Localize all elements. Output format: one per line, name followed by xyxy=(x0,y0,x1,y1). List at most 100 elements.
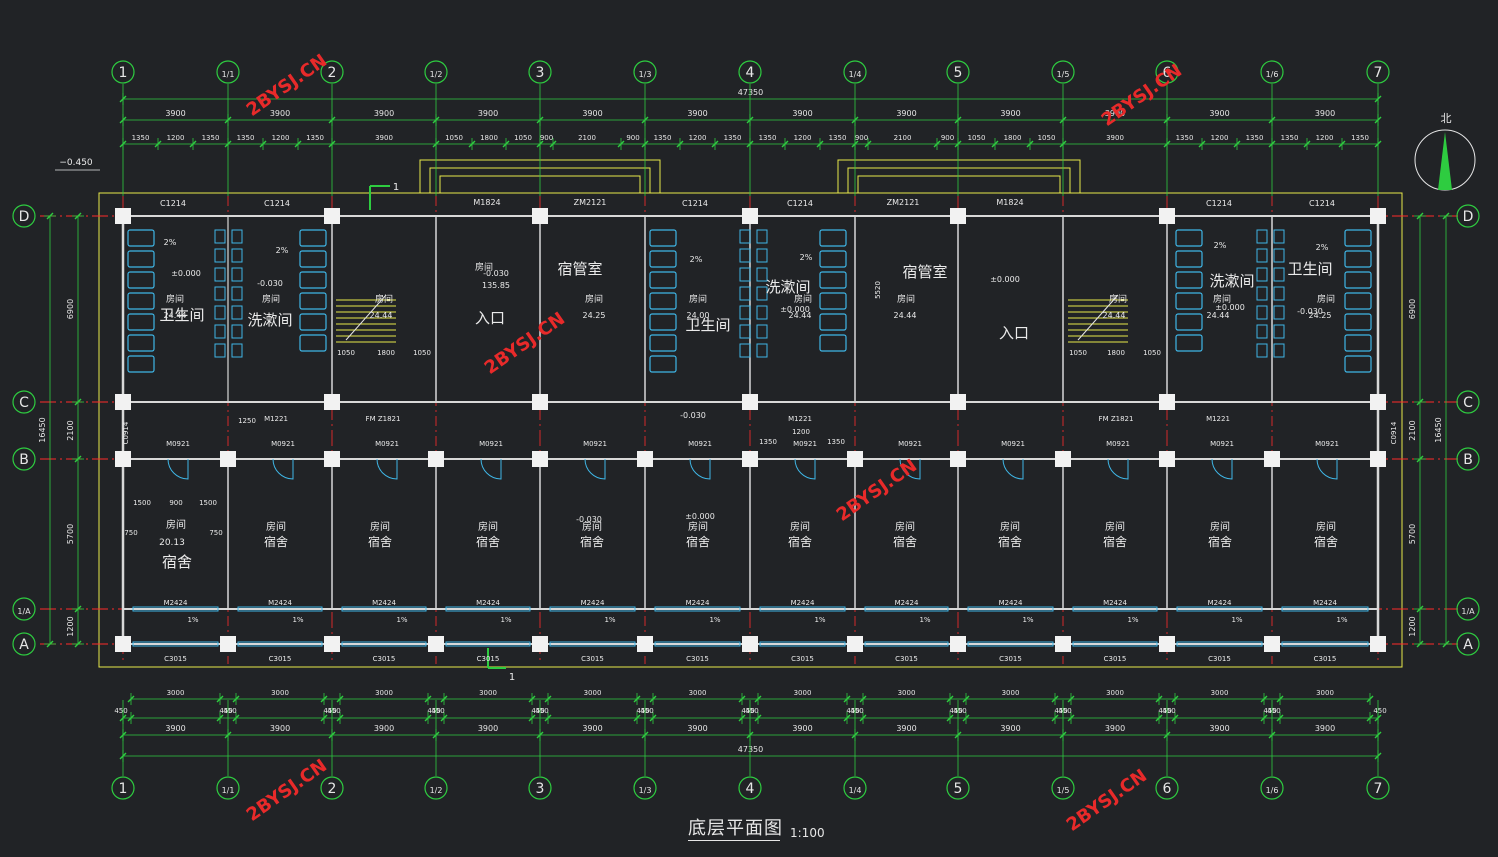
washbasin xyxy=(1256,343,1268,358)
row-bubble-right xyxy=(1456,204,1480,228)
door-code: M2424 xyxy=(372,599,396,607)
window-c3015 xyxy=(654,641,741,647)
grid-bubble-top xyxy=(216,60,240,84)
washbasin xyxy=(214,229,226,244)
door-code: M1221 xyxy=(788,415,812,423)
walls xyxy=(115,208,1386,652)
dim-bottom-windows-slash xyxy=(962,695,970,703)
dim-bottom-edge-text: 450 xyxy=(953,707,966,715)
dim-bottom-edge-text: 450 xyxy=(1058,707,1071,715)
window-code: C3015 xyxy=(164,655,187,663)
dim-top-detail-text: 1350 xyxy=(237,134,255,142)
dim-top-bays-text: 3900 xyxy=(165,109,185,118)
door-code: M0921 xyxy=(1210,440,1234,448)
room-dim: 750 xyxy=(209,529,222,537)
column xyxy=(115,636,131,652)
dim-bottom-edge-text: 450 xyxy=(219,707,232,715)
dim-top-detail-text: 900 xyxy=(540,134,553,142)
grid-label-7: 7 xyxy=(1374,65,1383,81)
slope-mark: 1% xyxy=(187,616,198,624)
column xyxy=(1370,208,1386,224)
dim-bottom-windows-slash xyxy=(528,695,536,703)
washbasin xyxy=(1273,267,1285,282)
room-name: 入口 xyxy=(999,324,1029,342)
column xyxy=(1055,451,1071,467)
toilet-stall xyxy=(649,334,677,352)
grid-bubble-top xyxy=(424,60,448,84)
column xyxy=(1159,451,1175,467)
room-name: 宿舍 xyxy=(998,534,1022,549)
row-label-D: D xyxy=(19,209,30,225)
dim-right-parts-slash xyxy=(1416,398,1424,406)
column xyxy=(950,208,966,224)
grid-label-1: 1 xyxy=(119,781,128,797)
dim-bottom-windows-slash xyxy=(859,695,867,703)
washbasin xyxy=(1256,324,1268,339)
dim-top-detail-text: 1350 xyxy=(1351,134,1369,142)
toilet-stall xyxy=(1344,334,1372,352)
dim-bottom-bays-text: 3900 xyxy=(1105,724,1125,733)
dim-bottom-bays-text: 3900 xyxy=(896,724,916,733)
door-code: M2424 xyxy=(476,599,500,607)
row-bubble-right xyxy=(1456,447,1480,471)
dim-top-detail-text: 1350 xyxy=(202,134,220,142)
washbasin xyxy=(231,343,243,358)
dim-bottom-windows-text: 3000 xyxy=(271,689,289,697)
window-code: C1214 xyxy=(682,199,708,208)
column xyxy=(1159,636,1175,652)
dim-bottom-edge-slash xyxy=(738,714,746,722)
window-code: C1214 xyxy=(1309,199,1335,208)
window-code: C1214 xyxy=(787,199,813,208)
toilet-stall xyxy=(819,313,847,331)
dim-bottom-windows-text: 3000 xyxy=(794,689,812,697)
window-c3015 xyxy=(549,641,636,647)
corridor-dim: 1250 xyxy=(238,417,256,425)
dim-top-detail-text: 1350 xyxy=(132,134,150,142)
dim-top-detail-slash xyxy=(933,140,941,148)
door-swing-m0921 xyxy=(899,458,921,480)
toilet-stall xyxy=(819,229,847,247)
toilet-stall xyxy=(649,229,677,247)
dim-bottom-edge-slash xyxy=(1067,714,1075,722)
slope-mark: 2% xyxy=(690,255,703,264)
row-label-B: B xyxy=(19,452,29,468)
dim-top-detail-text: 1350 xyxy=(654,134,672,142)
grid-bubble-bottom xyxy=(738,776,762,800)
door-code: M0921 xyxy=(898,440,922,448)
dim-left-parts-slash xyxy=(74,212,82,220)
door-swing-m0921 xyxy=(794,458,816,480)
washbasin xyxy=(214,324,226,339)
dim-left-total-text: 16450 xyxy=(38,417,47,442)
toilet-stall xyxy=(649,355,677,373)
north-label: 北 xyxy=(1441,112,1452,125)
room-tag: 房间 xyxy=(897,293,915,305)
dim-bottom-windows-slash xyxy=(1171,695,1179,703)
toilet-stall xyxy=(1344,250,1372,268)
door-code: M0921 xyxy=(793,440,817,448)
room-area: 24.44 xyxy=(789,311,812,320)
toilet-stall xyxy=(649,250,677,268)
grid-label-4: 4 xyxy=(746,65,755,81)
grid-label-3: 3 xyxy=(536,781,545,797)
dim-top-detail-text: 3900 xyxy=(375,134,393,142)
stair-dim: 1050 xyxy=(1143,349,1161,357)
door-swing-m0921 xyxy=(1316,458,1338,480)
door-swing-m0921 xyxy=(584,458,606,480)
room-tag: 房间 xyxy=(1210,520,1230,533)
room-area: 24.00 xyxy=(687,311,710,320)
washbasin xyxy=(1256,229,1268,244)
row-bubble-left xyxy=(12,204,36,228)
room-name: 宿舍 xyxy=(1208,534,1232,549)
dim-top-detail-text: 1800 xyxy=(1004,134,1022,142)
dim-top-detail-text: 900 xyxy=(855,134,868,142)
window-code: C3015 xyxy=(686,655,709,663)
toilet-stall xyxy=(819,334,847,352)
north-arrow-icon: 北 xyxy=(1414,112,1476,191)
dim-top-detail-text: 1350 xyxy=(1281,134,1299,142)
dim-top-detail-text: 1200 xyxy=(1316,134,1334,142)
dim-top-detail-text: 1050 xyxy=(968,134,986,142)
dim-bottom-windows-slash xyxy=(946,695,954,703)
washbasin xyxy=(231,305,243,320)
door-code: M0921 xyxy=(688,440,712,448)
